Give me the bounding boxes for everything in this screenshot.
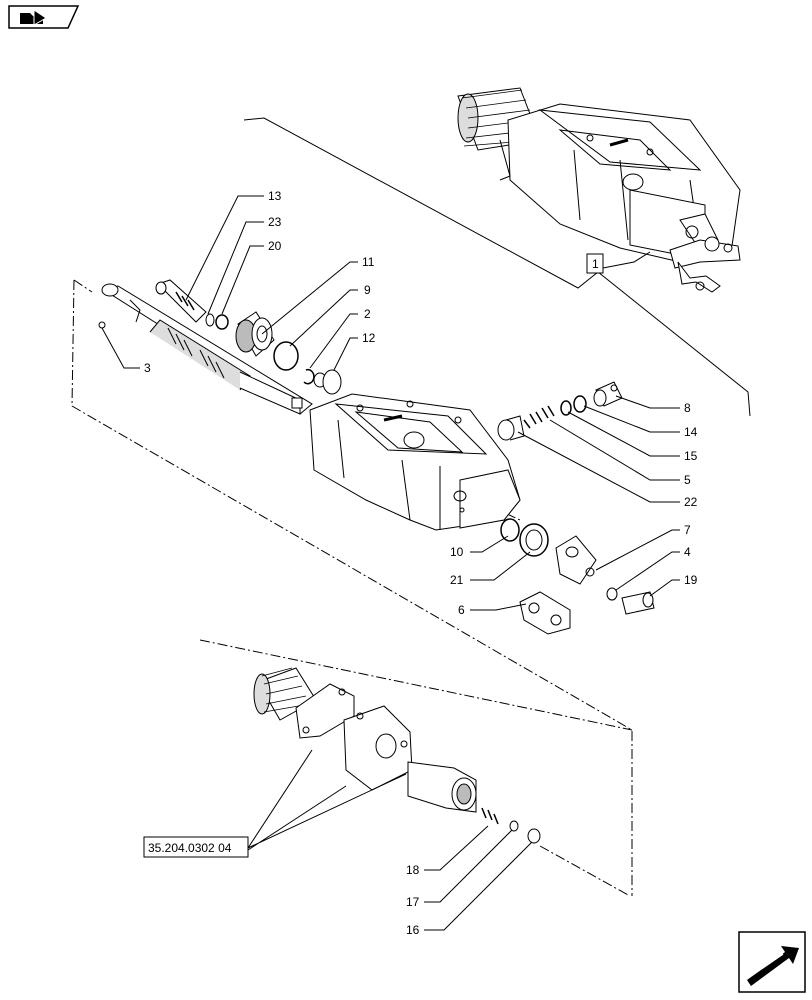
callout-7: 7: [684, 523, 691, 537]
part-20-ring: [215, 314, 229, 330]
callout-17: 17: [406, 895, 420, 909]
valve-body-section: [309, 393, 521, 531]
part-4-washer: [606, 587, 618, 601]
callout-13: 13: [268, 189, 282, 203]
part-19-screw: [621, 591, 655, 615]
part-14-ring: [573, 395, 587, 413]
part-5-spring: [523, 405, 555, 429]
callout-6: 6: [458, 603, 465, 617]
callout-3: 3: [144, 361, 151, 375]
back-to-index-button[interactable]: [6, 4, 80, 30]
callout-9: 9: [364, 283, 371, 297]
part-12-plug: [313, 369, 342, 395]
part-22-plug: [497, 415, 525, 441]
part-6-link: [519, 591, 571, 635]
callout-labels: 1 13 23 20 11 9 2 12 3 8 14 15 5 22 7 4 …: [144, 189, 698, 937]
reference-box-label: 35.204.0302 04: [148, 841, 232, 855]
callout-23: 23: [268, 215, 282, 229]
book-arrow-icon: [8, 5, 80, 29]
callout-16: 16: [406, 923, 420, 937]
callout-5: 5: [684, 473, 691, 487]
reference-box: [143, 836, 249, 858]
lower-flange-group: [253, 667, 541, 844]
callout-4: 4: [684, 545, 691, 559]
callout-1: 1: [592, 257, 599, 271]
part-8-plug: [593, 381, 623, 407]
next-page-arrow-icon: [738, 931, 806, 993]
callout-15: 15: [684, 449, 698, 463]
spool-part: [101, 283, 313, 415]
callout-10: 10: [450, 545, 464, 559]
assembled-valve-section: [457, 87, 741, 293]
callout-14: 14: [684, 425, 698, 439]
callout-8: 8: [684, 401, 691, 415]
callout-21: 21: [450, 573, 464, 587]
callout-11: 11: [362, 255, 375, 269]
part-2-circlip: [303, 368, 315, 385]
next-page-button[interactable]: [737, 930, 807, 994]
part-23-washer: [205, 313, 215, 327]
part-11-cap: [235, 311, 275, 357]
leader-lines: [98, 195, 680, 931]
part-21-seal: [519, 523, 549, 557]
callout-2: 2: [364, 307, 371, 321]
part-9-oring: [273, 341, 299, 371]
part-10-ring: [500, 518, 520, 542]
callout-18: 18: [406, 863, 420, 877]
callout-19: 19: [684, 573, 698, 587]
part-15-ring: [560, 400, 572, 416]
part-7-fork: [555, 535, 597, 585]
callout-1-box: [586, 251, 651, 274]
callout-12: 12: [362, 331, 376, 345]
part-13-stem: [155, 279, 207, 323]
callout-20: 20: [268, 239, 282, 253]
callout-22: 22: [684, 495, 698, 509]
